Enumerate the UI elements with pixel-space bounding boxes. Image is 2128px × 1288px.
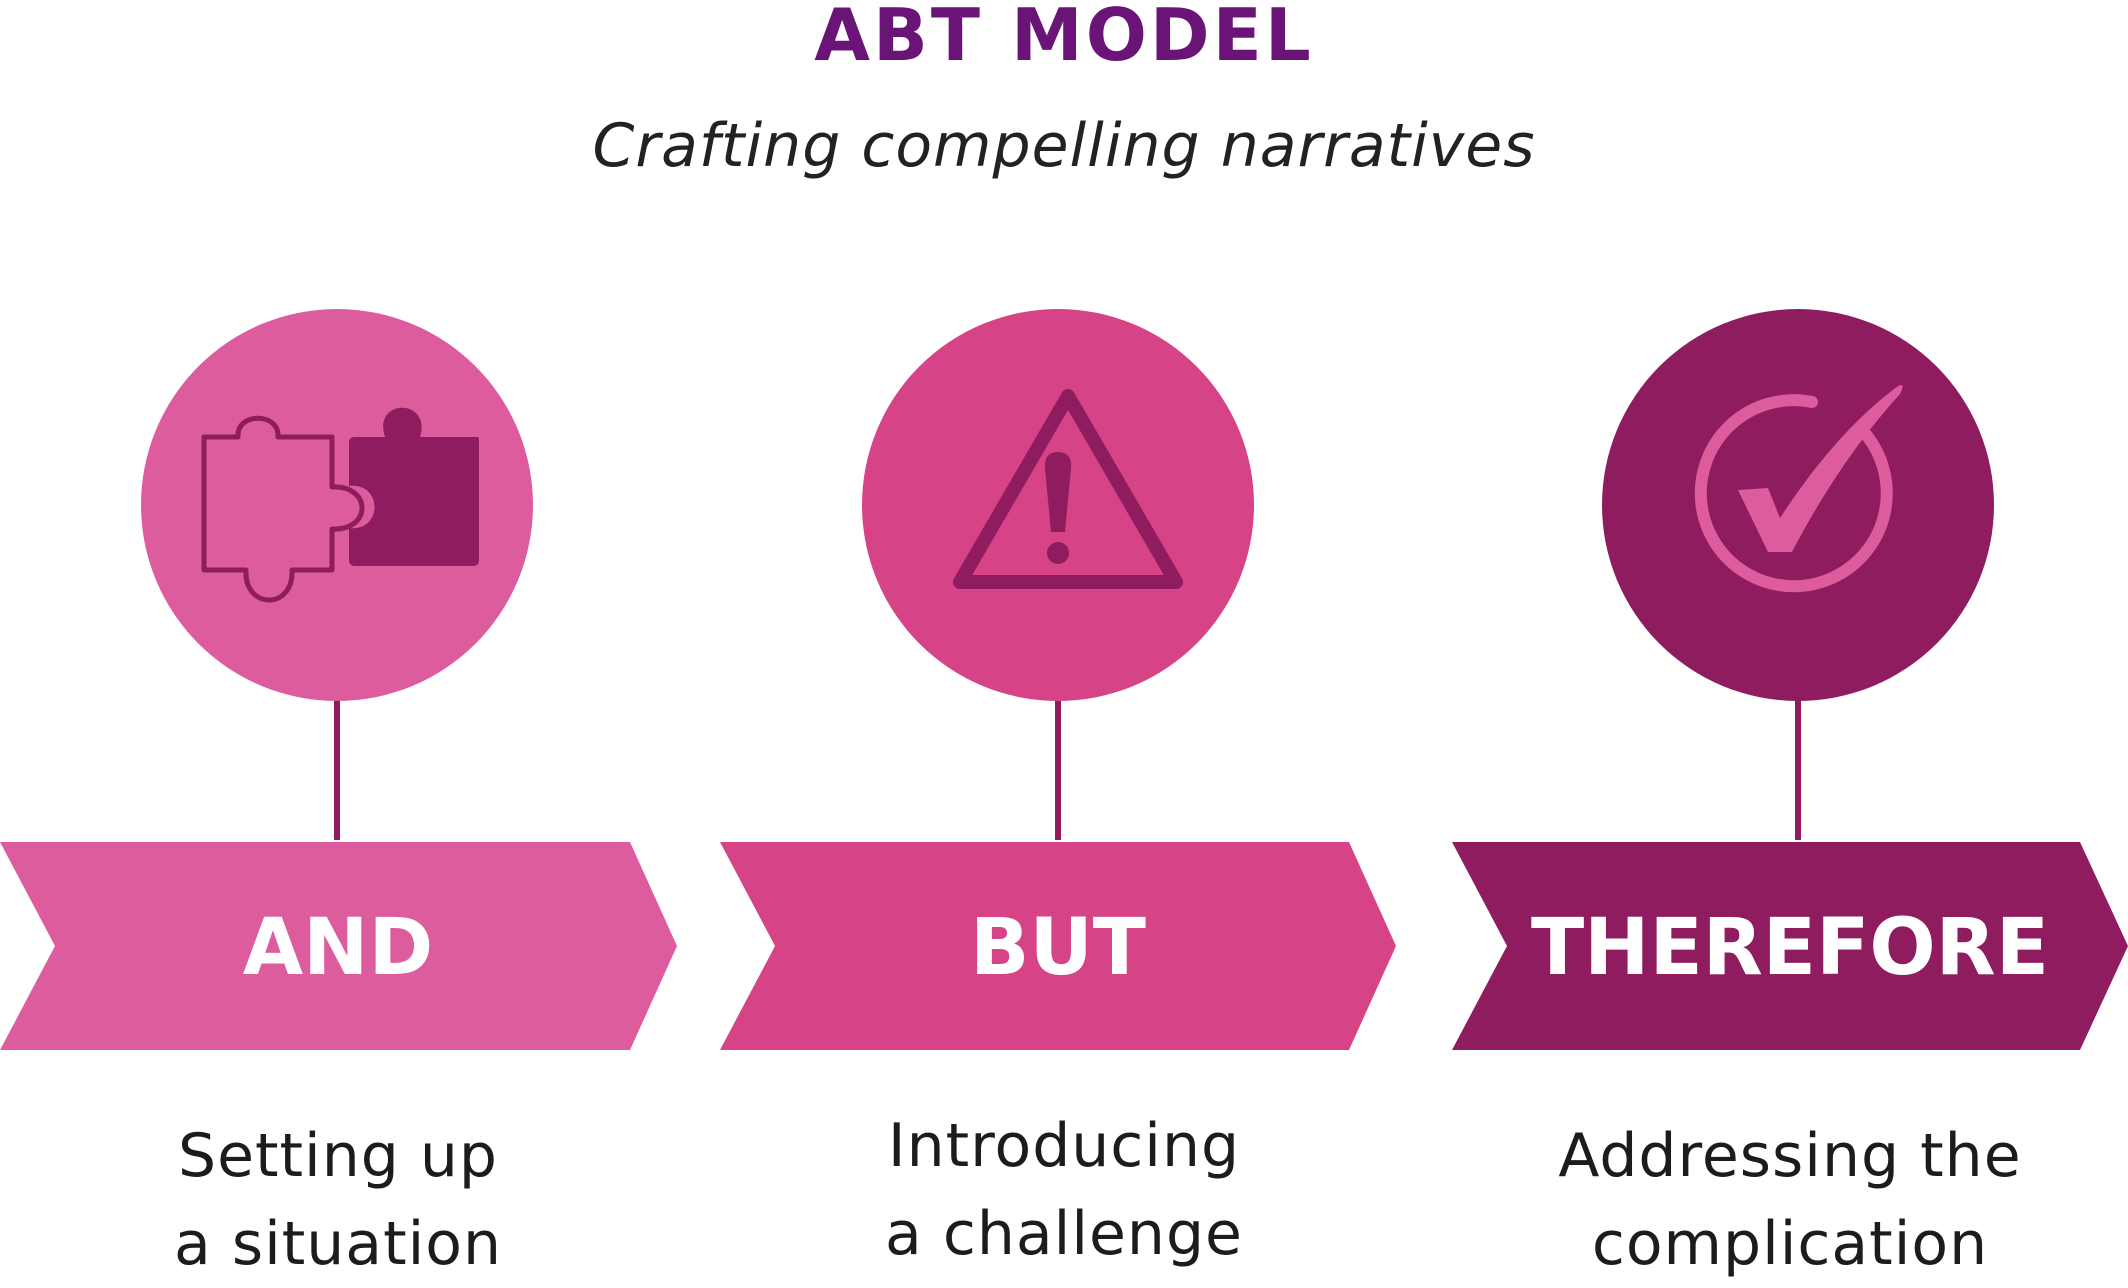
and-label: AND xyxy=(243,903,433,993)
step-and: AND xyxy=(0,309,677,1050)
puzzle-pieces-icon xyxy=(201,407,479,603)
therefore-description-line2: complication xyxy=(1591,1209,1989,1279)
step-therefore: THEREFORE xyxy=(1452,309,2128,1050)
step-but: BUT xyxy=(720,309,1396,1050)
and-description-line2: a situation xyxy=(173,1209,503,1279)
but-label: BUT xyxy=(970,903,1146,993)
diagram-title: ABT MODEL xyxy=(814,0,1314,70)
and-description: Setting up a situation xyxy=(18,1112,658,1288)
checkmark-circle-icon xyxy=(1694,385,1903,593)
therefore-chevron xyxy=(1452,842,2128,1050)
and-description-line1: Setting up xyxy=(177,1121,499,1191)
warning-triangle-icon xyxy=(953,389,1183,589)
and-chevron xyxy=(0,842,677,1050)
but-description-line1: Introducing xyxy=(887,1111,1241,1181)
but-description: Introducing a challenge xyxy=(744,1102,1384,1278)
but-chevron xyxy=(720,842,1396,1050)
therefore-label: THEREFORE xyxy=(1531,903,2049,993)
therefore-description-line1: Addressing the xyxy=(1558,1121,2022,1191)
therefore-description: Addressing the complication xyxy=(1470,1112,2110,1288)
but-description-line2: a challenge xyxy=(885,1199,1243,1269)
diagram-subtitle: Crafting compelling narratives xyxy=(592,111,1536,181)
and-circle xyxy=(141,309,533,701)
